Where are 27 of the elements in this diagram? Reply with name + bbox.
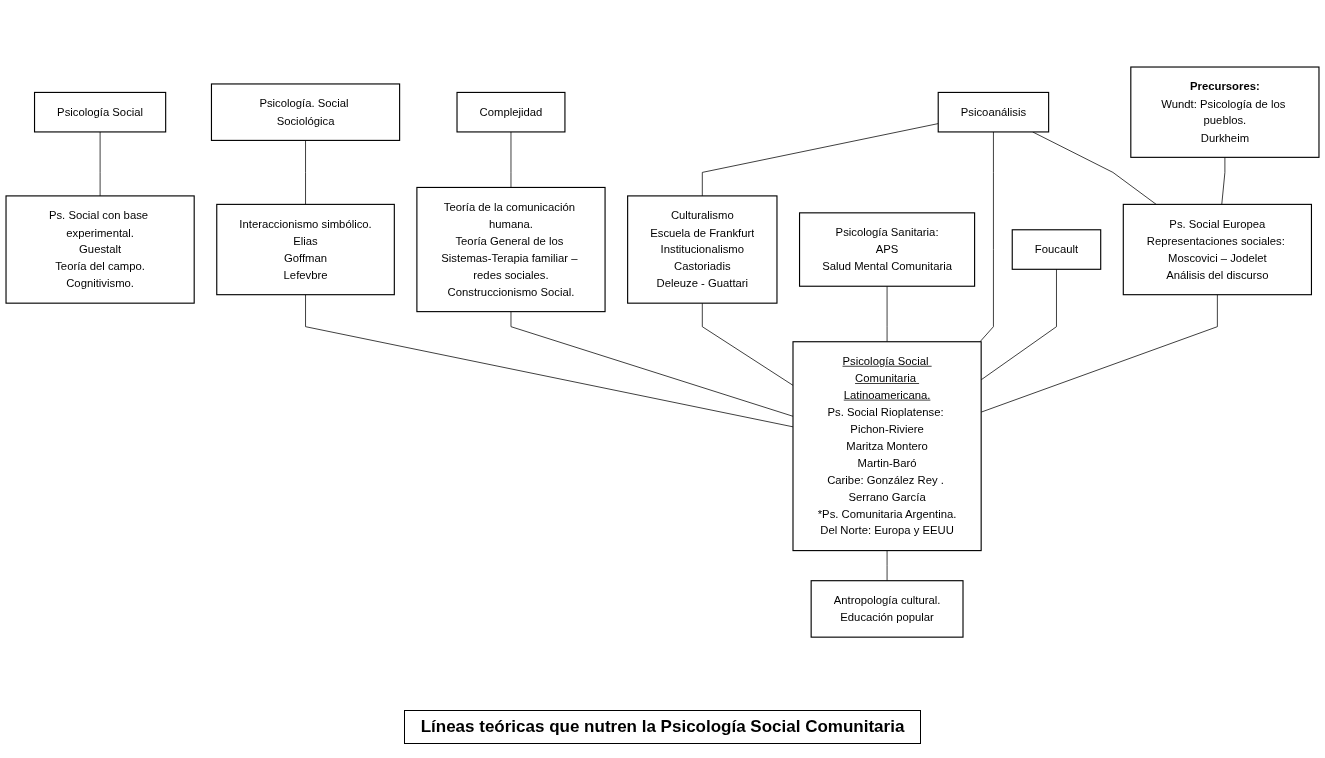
caption: Líneas teóricas que nutren la Psicología Social Comunitaria bbox=[403, 710, 922, 744]
connector bbox=[701, 302, 794, 386]
connector bbox=[1221, 156, 1226, 205]
node-box: Interaccionismo simbólico. Elias Goffman Lefevbre bbox=[216, 203, 395, 296]
node-box: Ps. Social Europea Representaciones sociales: Moscovici – Jodelet Análisis del discurso bbox=[1122, 203, 1312, 296]
node-box: Precursores: Wundt: Psicología de los pueblos. Durkheim bbox=[1130, 66, 1320, 158]
connector bbox=[886, 285, 888, 342]
node-box: Psicología. Social Sociológica bbox=[210, 83, 401, 141]
node-box: Teoría de la comunicación humana. Teoría General de los Sistemas-Terapia familiar – redes sociales. Construccionismo Social. bbox=[416, 186, 606, 313]
connector bbox=[701, 123, 939, 197]
node-box: Complejidad bbox=[456, 91, 566, 133]
node-box: Antropología cultural. Educación popular bbox=[810, 580, 964, 638]
connector bbox=[510, 131, 512, 188]
connector bbox=[979, 131, 994, 342]
connector bbox=[1032, 131, 1157, 205]
connector bbox=[99, 131, 101, 197]
connector bbox=[886, 550, 888, 581]
node-box: Ps. Social con base experimental. Guestalt Teoría del campo. Cognitivismo. bbox=[5, 195, 195, 304]
connector bbox=[305, 139, 306, 205]
node-box: Psicología Social bbox=[33, 91, 167, 133]
connector bbox=[305, 294, 794, 428]
node-box: Culturalismo Escuela de Frankfurt Institucionalismo Castoriadis Deleuze - Guattari bbox=[627, 195, 778, 304]
node-box: Psicoanálisis bbox=[937, 91, 1050, 133]
node-box: Psicología Social Comunitaria Latinoamericana. Ps. Social Rioplatense: Pichon-Riviere Maritza Montero Martin-Baró Caribe: González Rey . Serrano García *Ps. Comunitaria Argentina. Del Norte: Europa y EEUU bbox=[792, 341, 982, 552]
node-box: Foucault bbox=[1011, 229, 1102, 270]
node-box: Psicología Sanitaria: APS Salud Mental Comunitaria bbox=[799, 212, 976, 287]
connector bbox=[510, 311, 794, 417]
